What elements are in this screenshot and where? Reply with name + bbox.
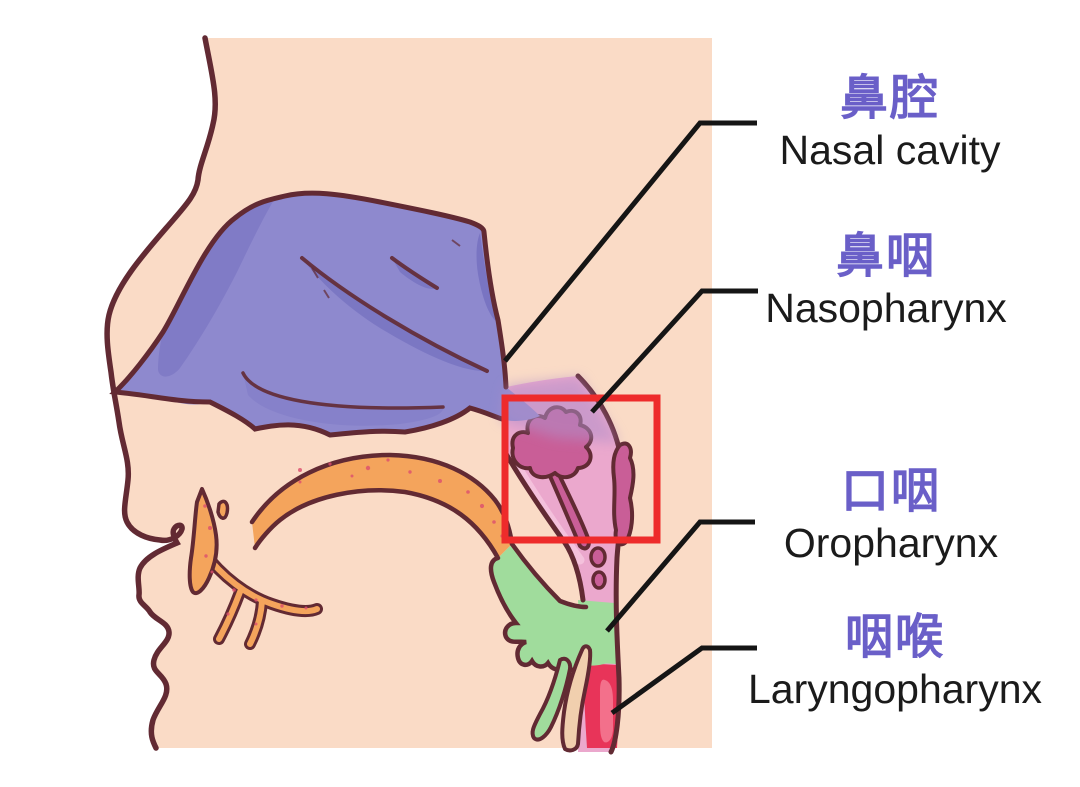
- label-laryngopharynx-en: Laryngopharynx: [747, 665, 1043, 712]
- label-nasopharynx-en: Nasopharynx: [765, 284, 1007, 331]
- epiglottis-flap: [560, 644, 593, 753]
- label-nasal-cavity-zh: 鼻腔: [839, 72, 941, 125]
- label-laryngopharynx-zh: 咽喉: [844, 611, 945, 664]
- teeth-gum-structure: [187, 487, 323, 650]
- label-nasopharynx: 鼻咽 Nasopharynx: [765, 230, 1007, 331]
- label-nasal-cavity-en: Nasal cavity: [779, 126, 1001, 173]
- callout-line-nasal-cavity: [503, 120, 757, 363]
- nasopharynx-highlight-box: [501, 394, 661, 544]
- label-nasal-cavity: 鼻腔 Nasal cavity: [779, 72, 1001, 173]
- callout-line-oropharynx: [605, 519, 755, 633]
- label-oropharynx: 口咽 Oropharynx: [783, 465, 999, 566]
- label-nasopharynx-zh: 鼻咽: [835, 230, 937, 283]
- label-oropharynx-zh: 口咽: [840, 465, 941, 518]
- callout-line-nasopharynx: [590, 288, 758, 414]
- label-oropharynx-en: Oropharynx: [783, 519, 999, 566]
- face-profile-outline: [104, 35, 218, 751]
- callout-line-laryngopharynx: [610, 645, 757, 716]
- nasal-cavity-region: [109, 190, 620, 443]
- epiglottis-fork: [488, 541, 615, 753]
- label-laryngopharynx: 咽喉 Laryngopharynx: [747, 611, 1043, 712]
